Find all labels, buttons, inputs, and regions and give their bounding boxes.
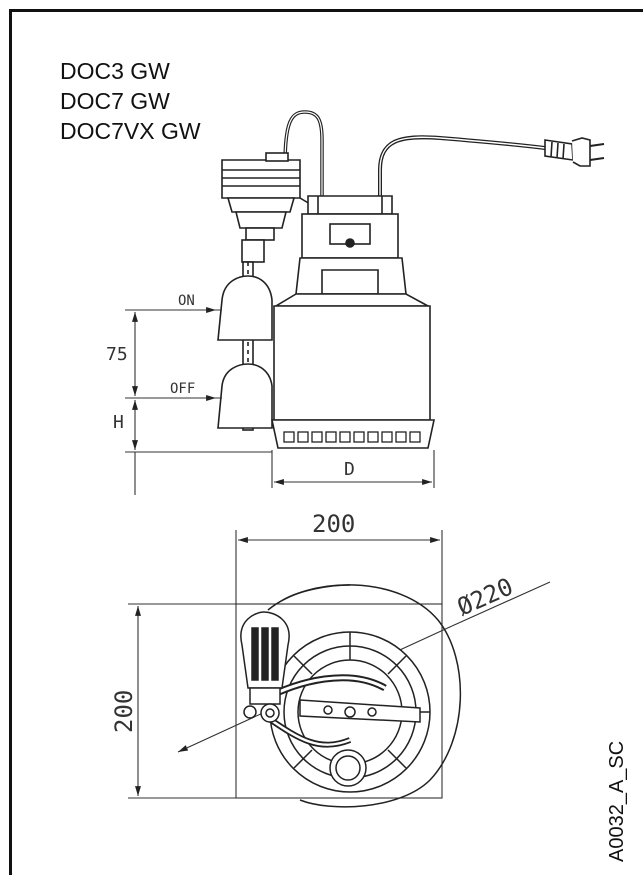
model-name: DOC7 GW — [60, 88, 170, 114]
side-dimensions — [125, 307, 435, 495]
drawing-code: A0032_A_SC — [606, 740, 628, 862]
dimension-d: D — [344, 459, 355, 480]
dimension-width: 200 — [312, 510, 355, 538]
pump-top-view — [240, 584, 462, 808]
on-label: ON — [178, 293, 195, 309]
dimension-75: 75 — [106, 344, 128, 365]
power-plug-icon — [544, 137, 605, 167]
model-name: DOC3 GW — [60, 58, 170, 84]
dimension-h: H — [113, 412, 124, 433]
pump-side-view — [217, 110, 605, 449]
off-label: OFF — [170, 381, 195, 397]
dimension-height: 200 — [110, 690, 138, 733]
model-name: DOC7VX GW — [60, 118, 201, 144]
model-list: DOC3 GW DOC7 GW DOC7VX GW — [60, 56, 201, 146]
top-view-dimensions — [128, 530, 551, 799]
dimension-diameter: Ø220 — [453, 572, 517, 621]
